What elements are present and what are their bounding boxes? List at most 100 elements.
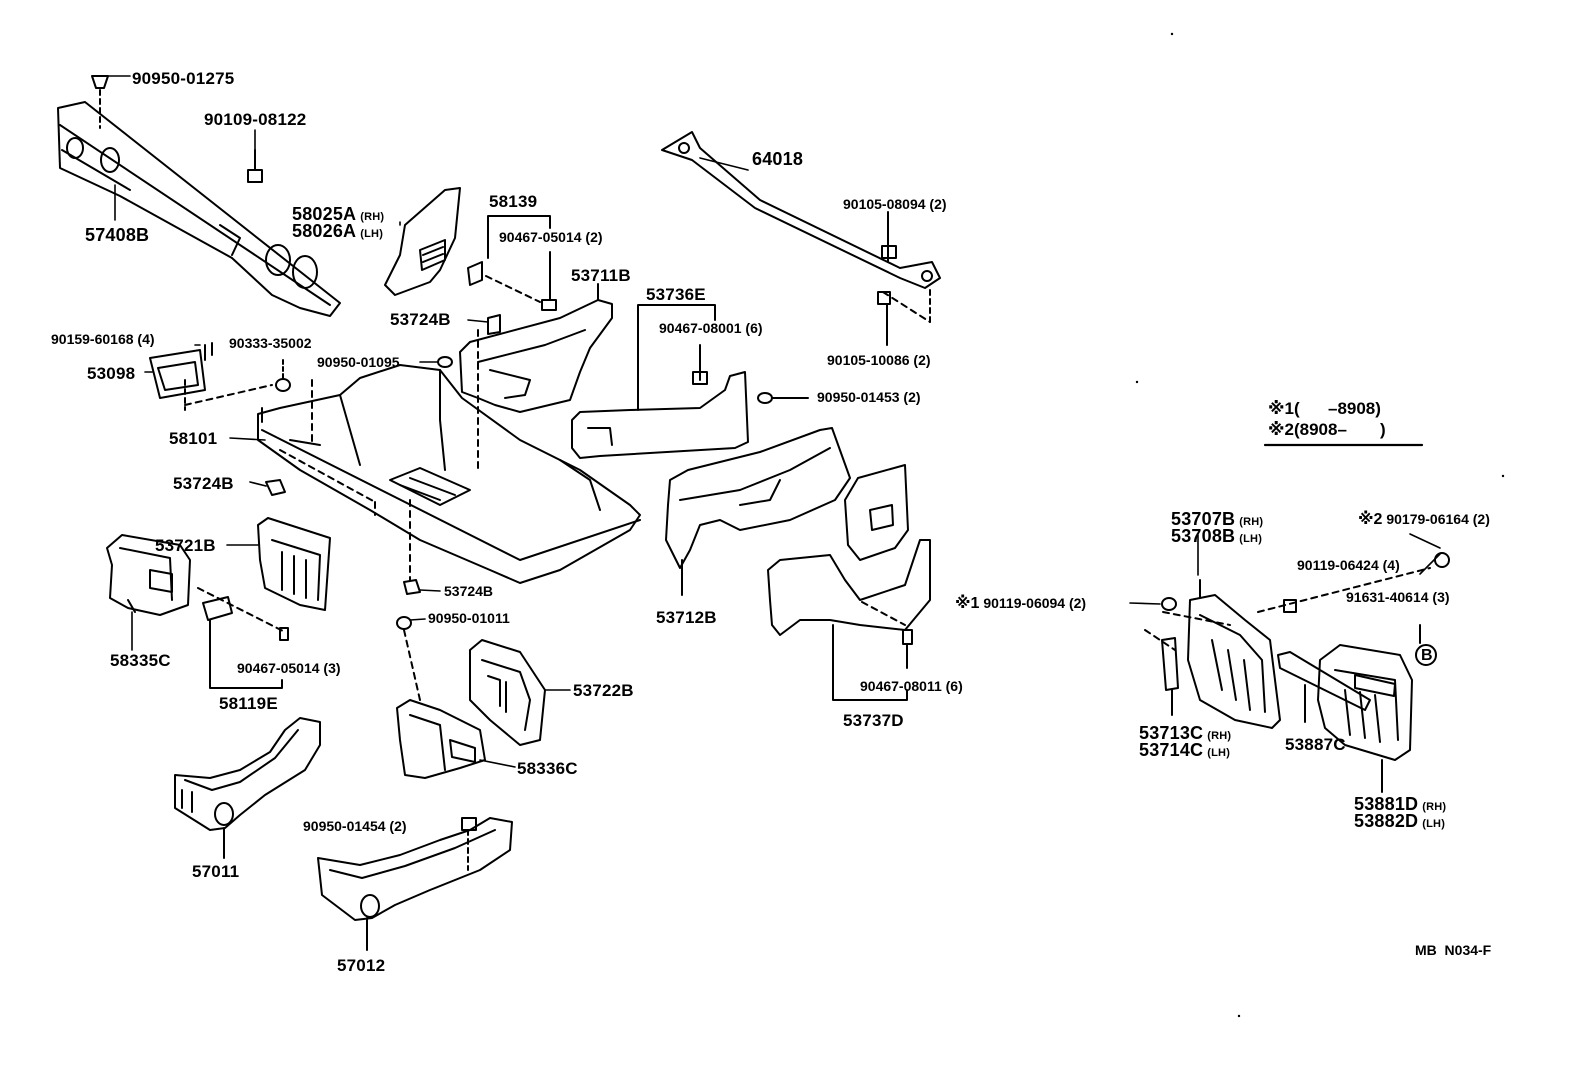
label-90467-05014-3: 90467-05014 (3) (237, 660, 341, 676)
legend-range-2: (8908– ) (1293, 420, 1386, 439)
label-rh-tag: (RH) (1422, 801, 1447, 813)
label-90333-35002: 90333-35002 (229, 335, 312, 351)
label-58025a-code: 58025A (292, 204, 357, 224)
part-58119e-drawing (197, 587, 289, 689)
label-90105-08094-2: 90105-08094 (2) (843, 196, 947, 212)
part-58101-drawing (184, 364, 641, 584)
label-53724b-top: 53724B (390, 310, 451, 329)
part-53098-drawing (149, 342, 213, 411)
leader-lines (107, 75, 1441, 768)
label-lh-tag: (LH) (1422, 818, 1446, 830)
label-53724b-mid: 53724B (444, 583, 494, 599)
clip-53724b-mid-drawing (403, 499, 421, 595)
legend-line-2: ※2(8908– ) (1268, 421, 1386, 438)
part-53736e-drawing (571, 304, 749, 459)
grommet-90950-01011-drawing (396, 616, 421, 701)
label-90467-05014-2: 90467-05014 (2) (499, 229, 603, 245)
part-53721b-drawing (257, 517, 331, 611)
label-58026a: 58026A(LH) (292, 222, 383, 240)
label-58026a-code: 58026A (292, 221, 357, 241)
label-90950-01453-2: 90950-01453 (2) (817, 389, 921, 405)
part-58336c-drawing (396, 699, 486, 779)
part-53712b-drawing (665, 427, 851, 596)
label-53714c-code: 53714C (1139, 740, 1204, 760)
note-mark-1: ※1 (955, 595, 980, 612)
label-90179-06164-2: ※2 90179-06164 (2) (1358, 512, 1490, 528)
grommet-90950-01095-drawing (437, 356, 453, 368)
part-53711b-drawing (459, 283, 613, 413)
label-lh-tag: (LH) (1207, 747, 1231, 759)
part-58025a-drawing (384, 187, 461, 296)
label-53721b: 53721B (155, 536, 216, 555)
label-91631-40614-3: 91631-40614 (3) (1346, 589, 1450, 605)
label-90467-08011-6: 90467-08011 (6) (860, 678, 963, 694)
part-53722b-drawing (469, 639, 546, 746)
ref-circle-b: B (1421, 647, 1433, 664)
label-53882d-code: 53882D (1354, 811, 1419, 831)
clip-53724b-left-drawing (265, 479, 286, 496)
diagram-code: MB N034-F (1415, 942, 1492, 958)
label-53737d: 53737D (843, 711, 904, 730)
label-53722b: 53722B (573, 681, 634, 700)
label-57408b: 57408B (85, 225, 150, 245)
label-58025a: 58025A(RH) (292, 205, 384, 223)
label-90950-01454-2: 90950-01454 (2) (303, 818, 407, 834)
label-90467-08001-6: 90467-08001 (6) (659, 320, 763, 336)
label-53881d: 53881D(RH) (1354, 795, 1446, 813)
part-53737d-drawing (767, 464, 931, 701)
part-53887c-drawing (1277, 651, 1371, 723)
label-58139: 58139 (489, 192, 538, 211)
label-rh-tag: (RH) (1207, 730, 1232, 742)
label-53707b-code: 53707B (1171, 509, 1236, 529)
label-53711b: 53711B (571, 266, 631, 285)
label-rh-tag: (RH) (360, 211, 385, 223)
label-53708b: 53708B(LH) (1171, 527, 1262, 545)
label-90179-06164-2-code: 90179-06164 (2) (1386, 511, 1490, 527)
part-53713c-drawing (1144, 629, 1179, 716)
part-57408b-drawing (57, 75, 341, 317)
part-53707b-drawing (1161, 552, 1450, 729)
label-90950-01275: 90950-01275 (132, 69, 235, 88)
part-57012-drawing (317, 817, 513, 951)
label-53713c: 53713C(RH) (1139, 724, 1231, 742)
part-64018-drawing (661, 131, 941, 346)
part-58139-drawing (467, 215, 557, 311)
part-58335c-drawing (106, 534, 191, 616)
label-64018: 64018 (752, 149, 804, 169)
label-58101: 58101 (169, 429, 218, 448)
legend-mark-2: ※2 (1268, 420, 1294, 439)
part-57011-drawing (174, 717, 321, 859)
label-90159-60168-4: 90159-60168 (4) (51, 331, 155, 347)
label-53712b: 53712B (656, 608, 717, 627)
label-58119e: 58119E (219, 694, 278, 713)
label-53736e: 53736E (646, 285, 706, 304)
label-90950-01095: 90950-01095 (317, 354, 400, 370)
plug-90333-35002-drawing (275, 359, 291, 392)
label-53881d-code: 53881D (1354, 794, 1419, 814)
label-58336c: 58336C (517, 759, 578, 778)
label-90119-06094-2-code: 90119-06094 (2) (983, 595, 1087, 611)
legend-mark-1: ※1 (1268, 399, 1294, 418)
part-53881d-drawing (1317, 624, 1437, 793)
label-53724b-left: 53724B (173, 474, 234, 493)
label-58335c: 58335C (110, 651, 171, 670)
grommet-90950-01453-drawing (757, 392, 809, 404)
label-53714c: 53714C(LH) (1139, 741, 1230, 759)
label-53713c-code: 53713C (1139, 723, 1204, 743)
label-90119-06094-2: ※1 90119-06094 (2) (955, 596, 1086, 612)
label-90105-10086-2: 90105-10086 (2) (827, 352, 931, 368)
note-mark-2: ※2 (1358, 511, 1383, 528)
clip-53724b-top-drawing (477, 314, 501, 471)
label-53708b-code: 53708B (1171, 526, 1236, 546)
label-90109-08122: 90109-08122 (204, 110, 307, 129)
label-90119-06424-4: 90119-06424 (4) (1297, 557, 1400, 573)
label-57012: 57012 (337, 956, 386, 975)
label-53882d: 53882D(LH) (1354, 812, 1445, 830)
label-57011: 57011 (192, 862, 240, 881)
label-lh-tag: (LH) (360, 228, 384, 240)
label-53707b: 53707B(RH) (1171, 510, 1263, 528)
label-90950-01011: 90950-01011 (428, 610, 510, 626)
label-lh-tag: (LH) (1239, 533, 1263, 545)
label-rh-tag: (RH) (1239, 516, 1264, 528)
